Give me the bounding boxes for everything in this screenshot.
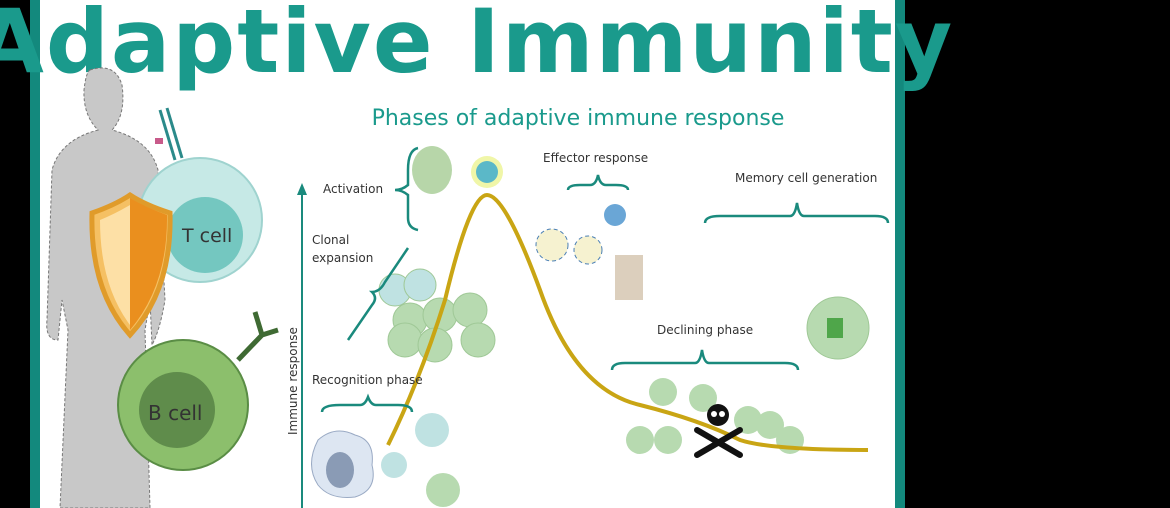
antibody-icon [236, 311, 279, 362]
label-declining: Declining phase [657, 323, 753, 337]
b-cell-label: B cell [148, 401, 203, 425]
b-cell-illustration [117, 311, 279, 471]
label-clonal: Clonal [312, 233, 349, 247]
label-memory: Memory cell generation [735, 171, 877, 185]
recognition-bracket [320, 393, 414, 413]
label-expansion: expansion [312, 251, 373, 265]
y-axis-label: Immune response [286, 327, 300, 435]
label-recognition: Recognition phase [312, 373, 423, 387]
main-title: Adaptive Immunity [0, 0, 954, 93]
immune-response-curve [386, 192, 869, 452]
clonal-expansion-bracket [346, 247, 410, 341]
skull-crossbones-icon [694, 404, 743, 458]
memory-bracket [703, 202, 890, 224]
subtitle: Phases of adaptive immune response [372, 106, 785, 131]
clonal-expansion-cells [378, 268, 496, 363]
y-axis-arrow [297, 183, 307, 195]
label-effector: Effector response [543, 151, 648, 165]
activation-bracket [394, 146, 419, 232]
effector-cells [535, 204, 643, 300]
shield-icon [89, 191, 173, 339]
t-cell-label: T cell [181, 225, 232, 247]
memory-cell [806, 296, 870, 360]
activation-cells [412, 146, 503, 194]
declining-bracket [610, 349, 800, 371]
effector-bracket [566, 174, 630, 191]
label-activation: Activation [323, 182, 383, 196]
recognition-cells [311, 413, 460, 507]
